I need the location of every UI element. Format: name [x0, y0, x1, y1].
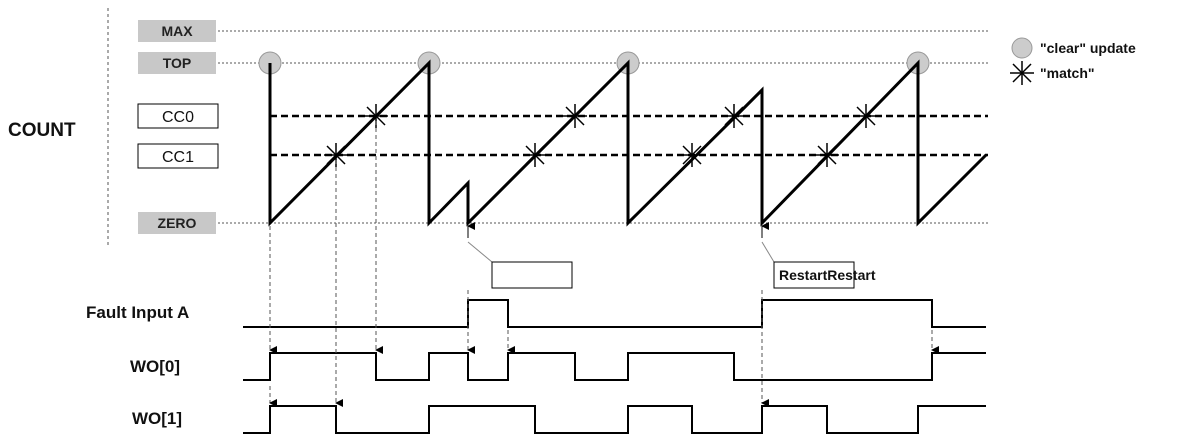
annotation-2-box [773, 261, 855, 289]
wo1-waveform [243, 405, 986, 434]
level-zero-bg [138, 212, 216, 234]
clear-update-icon [1011, 37, 1033, 59]
level-max-bg [138, 20, 216, 42]
legend-match-label: "match" [1040, 65, 1095, 81]
level-cc0-label: CC0 [162, 109, 194, 126]
match-icon [364, 104, 388, 128]
annotation-2-leader [761, 241, 775, 263]
match-icon [680, 143, 704, 167]
level-top: TOP [138, 52, 216, 74]
match-icon [815, 143, 839, 167]
annotation-2: RestartRestart [761, 241, 876, 289]
level-max-label: MAX [161, 23, 193, 39]
match-icon [722, 104, 746, 128]
level-cc1-label: CC1 [162, 149, 194, 166]
count-label: COUNT [8, 120, 76, 141]
signal-fault-input-a-label: Fault Input A [86, 303, 189, 322]
level-cc0: CC0 [137, 103, 219, 129]
level-cc0-box [137, 103, 219, 129]
signal-wo1-label: WO[1] [132, 409, 182, 428]
level-zero-label: ZERO [158, 215, 197, 231]
level-top-bg [138, 52, 216, 74]
annotation-1-box [491, 261, 573, 289]
wo0-waveform [243, 352, 986, 381]
legend: "clear" update "match" [1010, 37, 1136, 85]
annotation-2-text: RestartRestart [779, 267, 876, 283]
match-markers [324, 104, 878, 167]
level-max: MAX [138, 20, 216, 42]
legend-clear-update-label: "clear" update [1040, 40, 1136, 56]
level-top-label: TOP [163, 55, 192, 71]
fault-input-a-waveform [243, 299, 986, 328]
projection-arrows [269, 121, 939, 407]
annotation-1-leader [467, 241, 493, 263]
level-zero: ZERO [138, 212, 216, 234]
annotation-1 [467, 241, 573, 289]
level-cc1: CC1 [137, 143, 219, 169]
match-icon [1010, 61, 1034, 85]
count-waveform [268, 59, 988, 227]
match-icon [563, 104, 587, 128]
match-icon [523, 143, 547, 167]
level-cc1-box [137, 143, 219, 169]
match-icon [854, 104, 878, 128]
signal-wo0-label: WO[0] [130, 357, 180, 376]
